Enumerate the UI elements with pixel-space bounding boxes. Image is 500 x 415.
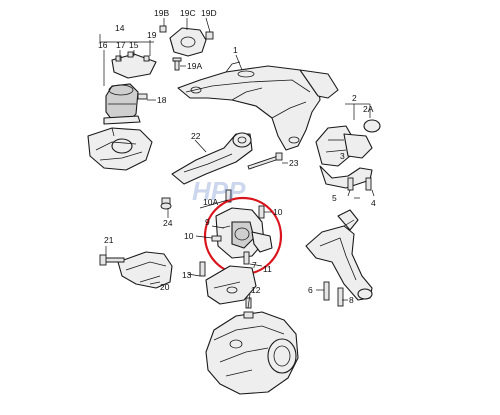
gearbox (205, 311, 299, 395)
callout-23: 23 (289, 158, 299, 168)
gearbox-bracket (199, 261, 257, 309)
callout-19a: 19A (187, 61, 202, 71)
callout-13: 13 (182, 270, 192, 280)
callout-3: 3 (340, 151, 345, 161)
control-arm (305, 209, 373, 307)
callout-22: 22 (191, 131, 201, 141)
torque-rod (160, 132, 283, 210)
callout-14: 14 (115, 23, 125, 33)
callout-19b: 19B (154, 8, 169, 18)
callout-9: 9 (205, 217, 210, 227)
callout-17: 17 (116, 40, 126, 50)
left-support-bracket (99, 251, 173, 289)
callout-20: 20 (160, 282, 170, 292)
callout-10: 10 (184, 231, 194, 241)
leader-lines (99, 17, 375, 309)
watermark: HPP (192, 176, 246, 206)
callout-19c: 19C (180, 8, 196, 18)
callout-19: 19 (147, 30, 157, 40)
engine-mount-right (315, 119, 381, 191)
callout-11: 11 (263, 264, 272, 274)
engine-mount-left (87, 51, 157, 171)
upper-mount-bracket (159, 25, 214, 71)
callout-24: 24 (163, 218, 173, 228)
callout-labels: 1 14 16 17 15 19 18 19B 19C 19D 19A 22 2… (98, 8, 376, 305)
callout-6: 6 (308, 285, 313, 295)
callout-18: 18 (157, 95, 167, 105)
subframe (177, 61, 339, 151)
callout-16: 16 (98, 40, 108, 50)
callout-2a: 2A (363, 104, 374, 114)
callout-21: 21 (104, 235, 114, 245)
callout-8: 8 (349, 295, 354, 305)
callout-12: 12 (251, 285, 261, 295)
callout-2: 2 (352, 93, 357, 103)
callout-19d: 19D (201, 8, 217, 18)
callout-4: 4 (371, 198, 376, 208)
gearbox-mount (203, 189, 283, 276)
callout-7: 7 (252, 260, 257, 270)
callout-5: 5 (332, 193, 337, 203)
callout-10-right: 10 (273, 207, 283, 217)
callout-15: 15 (129, 40, 139, 50)
callout-10a: 10A (203, 197, 218, 207)
callout-1: 1 (233, 45, 238, 55)
